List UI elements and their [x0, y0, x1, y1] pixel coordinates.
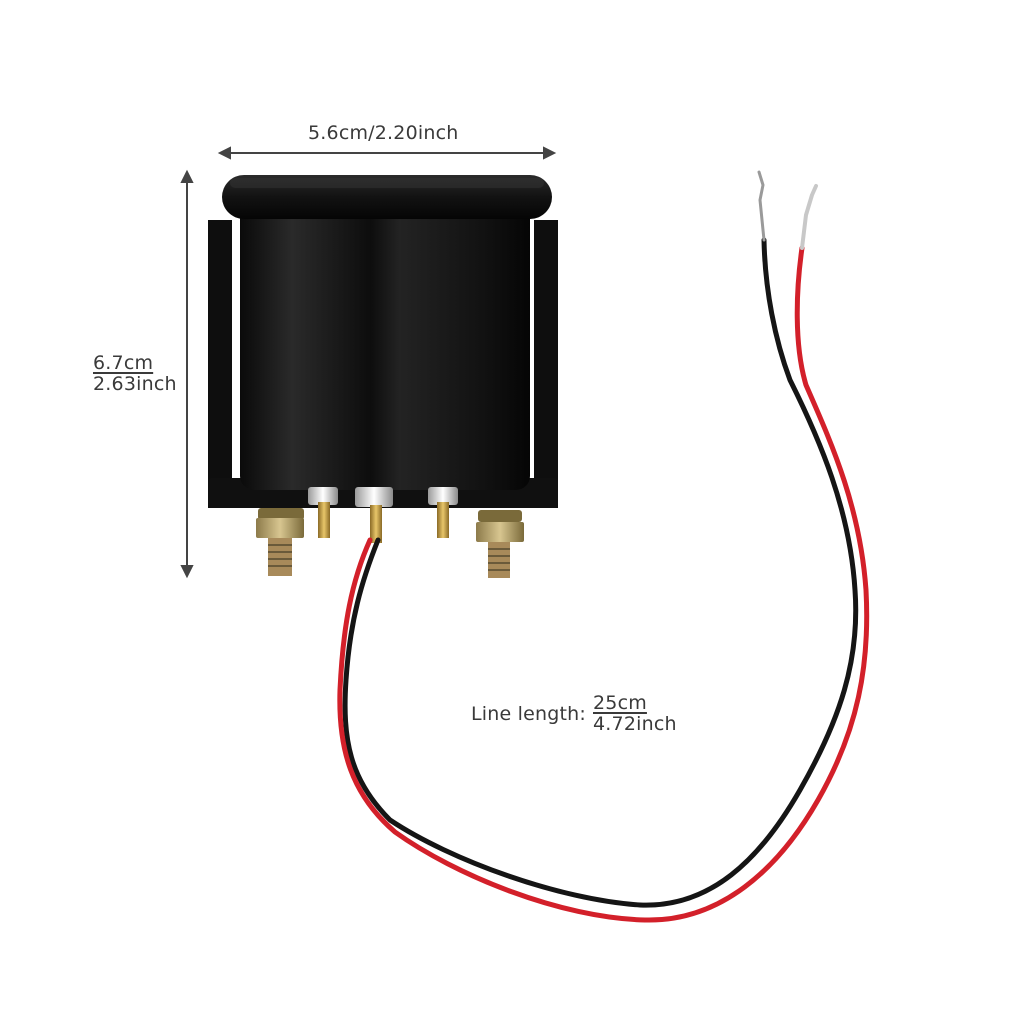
- mounting-bolt-left: [256, 508, 304, 576]
- gauge-housing: [222, 175, 552, 490]
- height-dimension-arrow: [180, 169, 194, 579]
- red-wire: [337, 245, 870, 923]
- line-length-value: 25cm 4.72inch: [593, 693, 677, 735]
- width-label: 5.6cm/2.20inch: [308, 122, 459, 144]
- mounting-bolt-right: [476, 510, 524, 578]
- width-dimension-arrow: [217, 146, 557, 160]
- terminal-studs: [308, 487, 458, 543]
- line-length-inch: 4.72inch: [593, 713, 677, 735]
- line-length-cm: 25cm: [593, 692, 647, 714]
- line-length-label: Line length:: [471, 703, 586, 725]
- height-inch: 2.63inch: [93, 373, 177, 395]
- height-cm: 6.7cm: [93, 352, 154, 374]
- lead-wires: [337, 170, 870, 923]
- black-wire: [342, 237, 859, 908]
- height-label: 6.7cm 2.63inch: [93, 353, 177, 395]
